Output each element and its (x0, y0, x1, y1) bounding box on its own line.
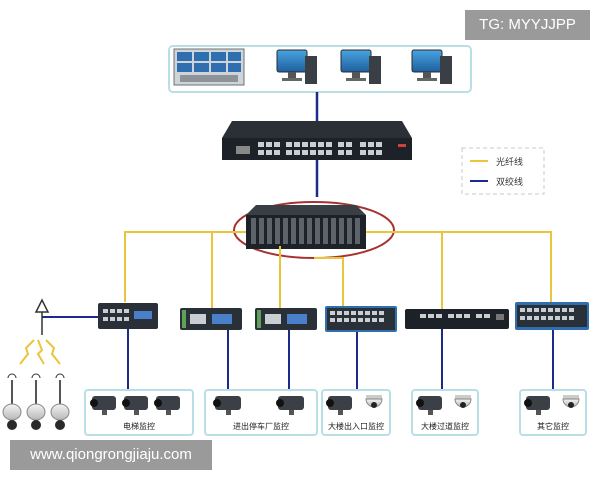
switch-3 (255, 308, 317, 330)
switch-4 (325, 306, 397, 332)
computer-icon (411, 49, 452, 84)
wireless-camera-icon (26, 373, 46, 430)
group-label: 进出停车厂监控 (233, 421, 289, 431)
legend: 光纤线 双绞线 (461, 147, 545, 195)
switch-1 (98, 303, 158, 329)
dome-camera-icon (454, 395, 472, 408)
camera-group-entrance: 大楼出入口监控 (321, 389, 391, 436)
bullet-camera-icon (90, 396, 116, 415)
group-label: 大楼过道监控 (421, 421, 469, 431)
group-label: 其它监控 (537, 421, 569, 431)
twisted-pair-links (42, 316, 554, 392)
watermark-bottom: www.qiongrongjiaju.com (10, 440, 212, 470)
switch-6 (515, 302, 589, 330)
bullet-camera-icon (276, 396, 304, 415)
bullet-camera-icon (326, 396, 352, 415)
wireless-camera-icon (50, 373, 70, 430)
bullet-camera-icon (416, 396, 442, 415)
computer-icon (276, 49, 317, 84)
wireless-ap-icon (19, 298, 61, 365)
bullet-camera-icon (154, 396, 180, 415)
watermark-top: TG: MYYJJPP (465, 10, 590, 40)
group-label: 大楼出入口监控 (328, 421, 384, 431)
switch-2 (180, 308, 242, 330)
media-converter-chassis (233, 201, 395, 259)
camera-group-parking: 进出停车厂监控 (204, 389, 318, 436)
computer-icon (340, 49, 381, 84)
video-wall-icon (173, 48, 245, 86)
bullet-camera-icon (213, 396, 241, 415)
dome-camera-icon (562, 395, 580, 408)
camera-group-elevator: 电梯监控 (84, 389, 194, 436)
bullet-camera-icon (524, 396, 550, 415)
group-label: 电梯监控 (123, 421, 155, 431)
camera-group-corridor: 大楼过道监控 (411, 389, 479, 436)
legend-twisted-label: 双绞线 (496, 176, 523, 188)
workstation-panel (168, 45, 472, 93)
switch-5 (405, 309, 509, 329)
camera-group-other: 其它监控 (519, 389, 587, 436)
bullet-camera-icon (122, 396, 148, 415)
wireless-camera-icon (2, 373, 22, 430)
dome-camera-icon (365, 395, 383, 408)
fiber-links (124, 231, 552, 309)
legend-fiber-label: 光纤线 (496, 156, 523, 168)
core-switch (222, 121, 412, 160)
